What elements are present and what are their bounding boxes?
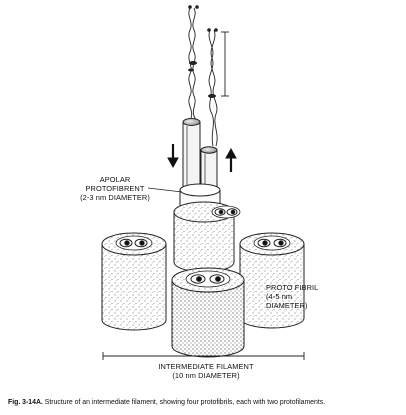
figure-caption: Fig. 3-14A. Structure of an intermediate… bbox=[8, 398, 400, 407]
apolar-label-line3: (2-3 nm DIAMETER) bbox=[80, 193, 150, 202]
apolar-label-line1: APOLAR bbox=[99, 175, 131, 184]
apolar-protofilament-label: APOLAR PROTOFIBRENT (2-3 nm DIAMETER) bbox=[56, 175, 174, 202]
direction-arrows bbox=[167, 144, 237, 172]
if-dimension-line bbox=[102, 352, 305, 360]
repeat-length-bracket bbox=[221, 31, 229, 97]
if-label-line2: (10 nm DIAMETER) bbox=[172, 371, 240, 380]
protofibril-label-line3: DIAMETER) bbox=[266, 301, 308, 310]
if-label-line1: INTERMEDIATE FILAMENT bbox=[158, 362, 254, 371]
strand-terminal-beads bbox=[188, 5, 218, 98]
protofibril-label-line2: (4-5 nm bbox=[266, 292, 293, 301]
figure-number: Fig. 3-14A. bbox=[8, 399, 43, 406]
coiled-polypeptide-strands bbox=[188, 7, 218, 147]
caption-text: Structure of an intermediate filament, s… bbox=[44, 399, 326, 406]
protofibril-label: PROTO FIBRIL (4-5 nm DIAMETER) bbox=[266, 283, 328, 310]
protofibril-label-line1: PROTO FIBRIL bbox=[266, 283, 319, 292]
intermediate-filament-label: INTERMEDIATE FILAMENT (10 nm DIAMETER) bbox=[130, 362, 282, 380]
apolar-pointer-line bbox=[147, 187, 183, 193]
protofibril-front bbox=[171, 267, 245, 358]
protofibril-back bbox=[173, 201, 241, 273]
protofibril-right bbox=[239, 232, 305, 329]
apolar-label-line2: PROTOFIBRENT bbox=[85, 184, 145, 193]
protofibril-left bbox=[101, 232, 167, 331]
